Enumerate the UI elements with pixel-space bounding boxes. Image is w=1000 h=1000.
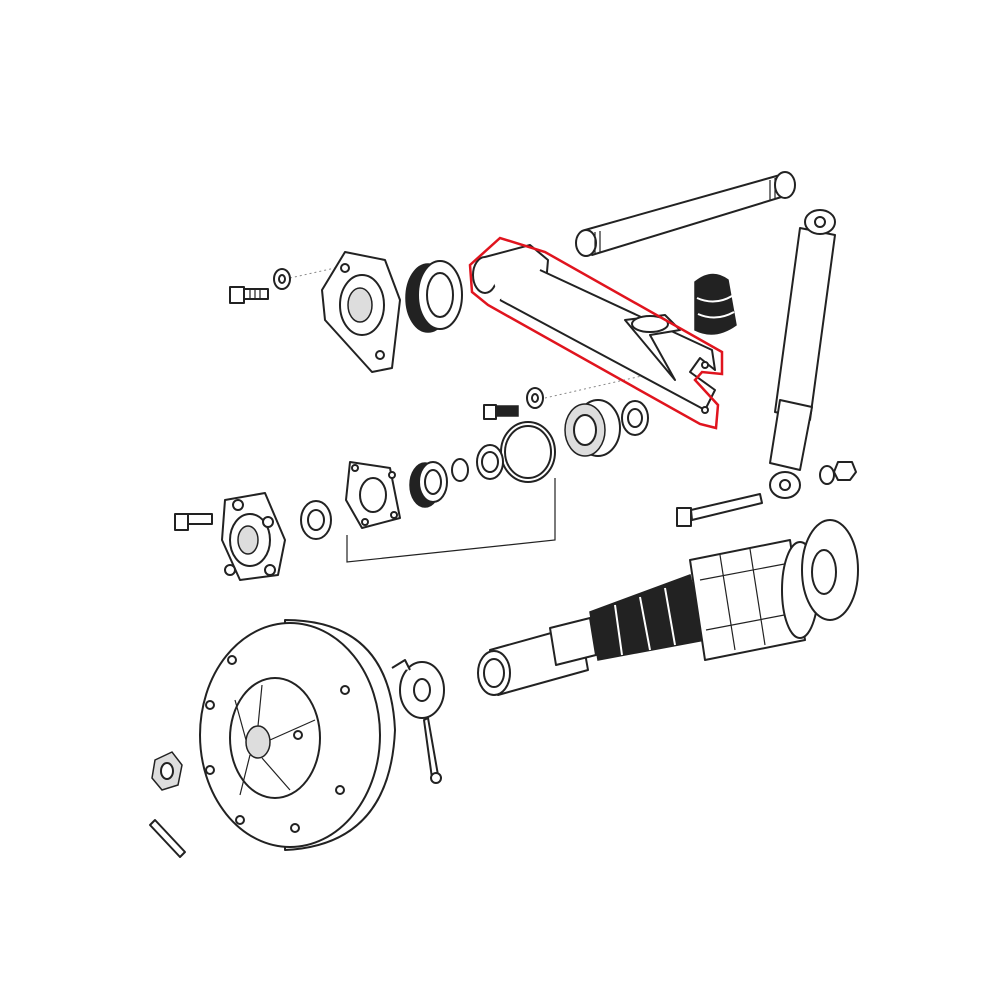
small-ring[interactable] — [451, 458, 469, 482]
shock-bolt[interactable] — [676, 493, 763, 527]
highlight-outline — [468, 236, 724, 430]
bearing-bolt[interactable] — [483, 404, 519, 420]
torsion-bar[interactable] — [575, 171, 796, 257]
shock-nut[interactable] — [819, 461, 857, 485]
cv-boot[interactable] — [589, 574, 706, 661]
shock-absorber[interactable] — [769, 209, 836, 499]
flange-bolt[interactable] — [174, 513, 213, 531]
spacer-ring[interactable] — [476, 444, 504, 480]
trailing-arm[interactable] — [468, 236, 724, 430]
bearing-bolt-washer[interactable] — [526, 387, 544, 409]
castle-nut[interactable] — [151, 751, 183, 791]
kit-bracket — [346, 478, 556, 563]
wheel-bearing[interactable] — [564, 399, 621, 457]
cover-bolt[interactable] — [229, 286, 269, 304]
bearing-flange[interactable] — [221, 492, 286, 581]
cotter-pin[interactable] — [149, 819, 186, 858]
brake-drum[interactable] — [199, 619, 396, 851]
bearing-cover[interactable] — [321, 251, 401, 373]
cover-washer[interactable] — [273, 268, 291, 290]
gasket[interactable] — [345, 461, 401, 529]
bearing-seal[interactable] — [621, 400, 649, 436]
cv-joint[interactable] — [689, 539, 819, 661]
drive-shaft[interactable] — [477, 617, 597, 696]
oil-seal[interactable] — [409, 461, 448, 508]
lock-plate[interactable] — [391, 659, 445, 784]
drive-flange[interactable] — [801, 519, 859, 621]
flange-seal[interactable] — [300, 500, 332, 540]
axle-nut[interactable] — [405, 260, 463, 333]
bump-stop[interactable] — [694, 273, 737, 335]
o-ring[interactable] — [500, 421, 556, 483]
